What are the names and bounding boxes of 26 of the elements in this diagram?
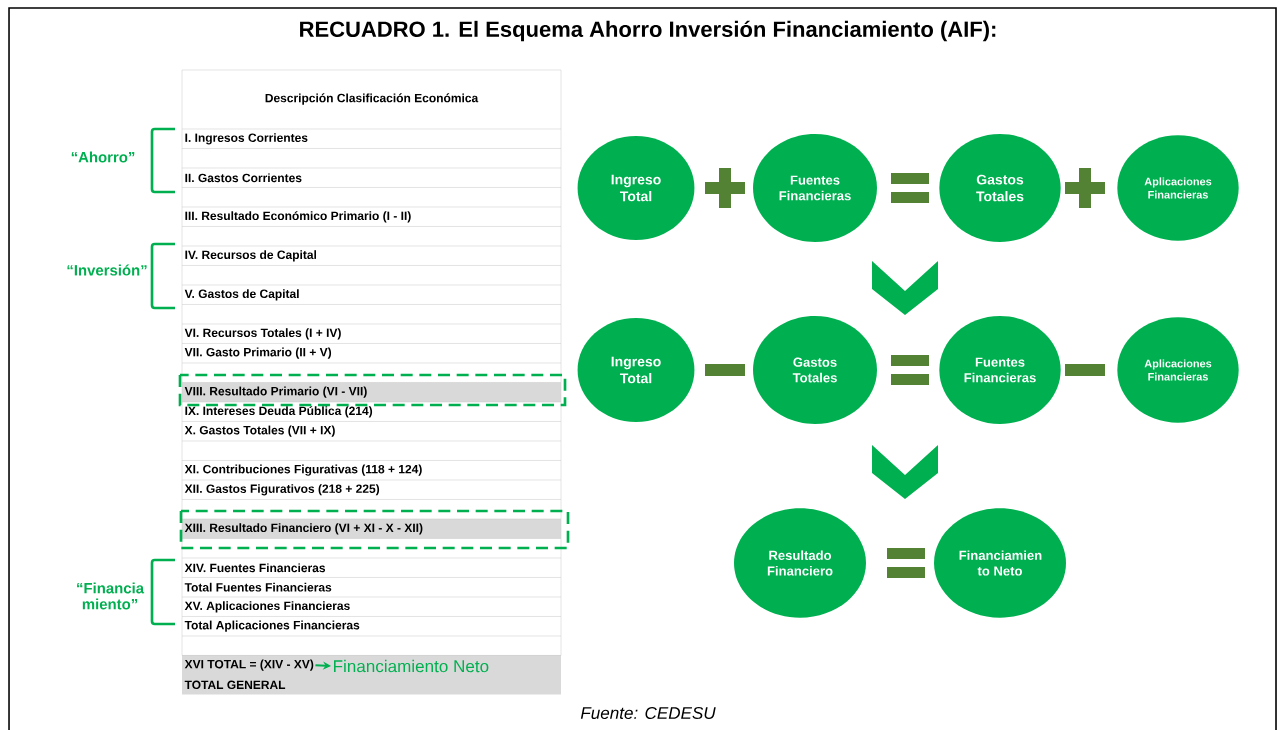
table-cell: VI. Recursos Totales (I + IV) <box>184 328 341 340</box>
table-cell: XII. Gastos Figurativos (218 + 225) <box>184 484 380 496</box>
table-cell: VIII. Resultado Primario (VI - VII) <box>184 386 367 398</box>
table-cell: XIV. Fuentes Financieras <box>184 563 326 573</box>
table-cell: XVI TOTAL = (XIV - XV) <box>184 659 314 671</box>
group-label: “Inversión” <box>67 264 147 276</box>
caption: Fuente: CEDESU <box>580 706 716 720</box>
table-cell: V. Gastos de Capital <box>184 289 299 301</box>
table-cell: XIII. Resultado Financiero (VI + XI - X - XII) <box>184 523 423 535</box>
table-cell: IV. Recursos de Capital <box>185 250 316 262</box>
title: RECUADRO 1. El Esquema Ahorro Inversión Financiamiento (AIF): <box>300 20 996 42</box>
table-cell: IX. Intereses Deuda Pública (214) <box>185 406 373 418</box>
table-cell: VII. Gasto Primario (II + V) <box>184 347 332 359</box>
table-cell: III. Resultado Económico Primario (I - II) <box>185 211 411 223</box>
table-cell: XV. Aplicaciones Financieras <box>184 601 350 613</box>
table-cell: I. Ingresos Corrientes <box>185 133 308 145</box>
table-cell: Total Aplicaciones Financieras <box>184 620 360 632</box>
table-header: Descripción Clasificación Económica <box>265 93 479 105</box>
table-cell: Total Fuentes Financieras <box>184 582 332 592</box>
table-cell: X. Gastos Totales (VII + IX) <box>184 425 335 437</box>
annotation: Financiamiento Neto <box>334 659 489 673</box>
table-cell: XI. Contribuciones Figurativas (118 + 124) <box>184 464 422 476</box>
table-cell: II. Gastos Corrientes <box>185 173 302 183</box>
table-cell: TOTAL GENERAL <box>184 680 286 690</box>
group-label: “Ahorro” <box>71 151 135 163</box>
group-label: “Financia miento” <box>77 582 145 610</box>
